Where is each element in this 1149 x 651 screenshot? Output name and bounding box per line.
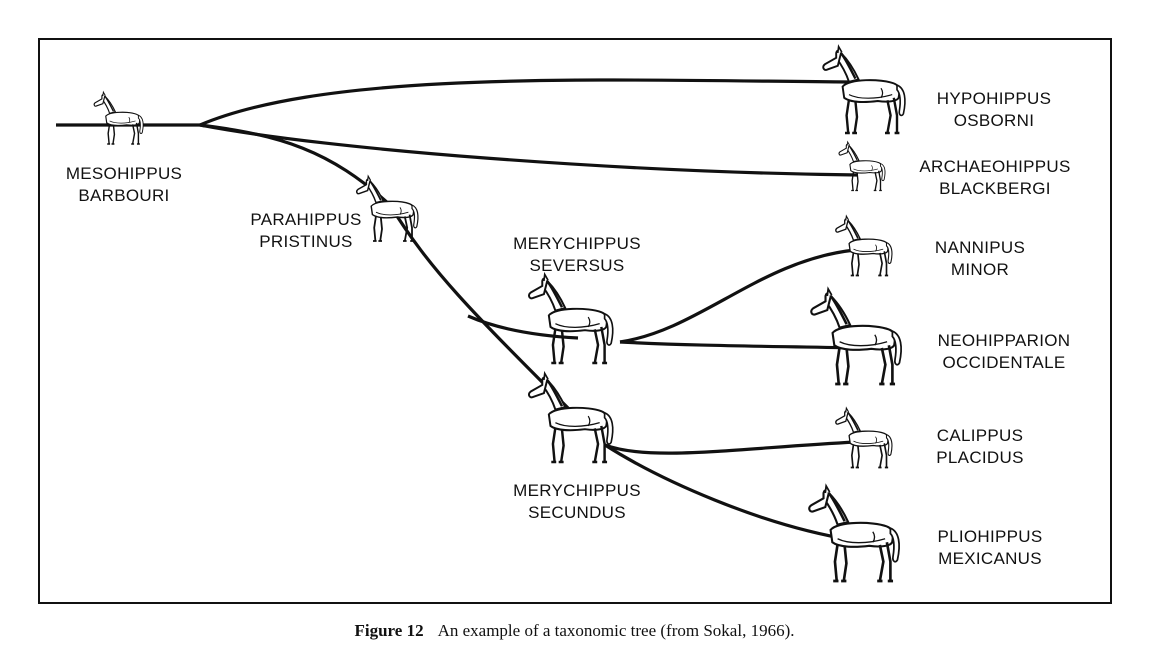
branch-parahippus-down: [388, 204, 577, 417]
horse-icon: [834, 407, 893, 469]
species-name: BLACKBERGI: [939, 179, 1051, 198]
species-name: MINOR: [950, 260, 1010, 279]
species-name: SEVERSUS: [529, 256, 625, 275]
taxon-label-parahippus: PARAHIPPUS PRISTINUS: [238, 209, 374, 253]
branch-severus: [467, 314, 579, 340]
species-name: SECUNDUS: [528, 503, 626, 522]
species-name: PLACIDUS: [936, 448, 1024, 467]
taxon-label-calippus: CALIPPUS PLACIDUS: [906, 425, 1054, 469]
taxon-label-pliohippus: PLIOHIPPUS MEXICANUS: [916, 526, 1064, 570]
species-name: PRISTINUS: [259, 232, 353, 251]
branch-archaeohippus: [199, 123, 859, 177]
taxon-label-archaeohippus: ARCHAEOHIPPUS BLACKBERGI: [906, 156, 1084, 200]
branch-nannipus: [619, 248, 856, 344]
species-name: MEXICANUS: [938, 549, 1042, 568]
species-name: BARBOURI: [78, 186, 170, 205]
genus-name: CALIPPUS: [936, 426, 1024, 445]
branch-neohipparion: [619, 340, 859, 350]
species-name: OSBORNI: [953, 111, 1035, 130]
horse-icon: [838, 141, 886, 192]
branch-pliohippus: [604, 443, 853, 542]
taxon-label-hypohippus: HYPOHIPPUS OSBORNI: [920, 88, 1068, 132]
taxon-label-merychippus-seversus: MERYCHIPPUS SEVERSUS: [504, 233, 650, 277]
genus-name: NEOHIPPARION: [937, 331, 1071, 350]
horse-icon: [527, 372, 614, 464]
horse-icon: [527, 273, 614, 365]
genus-name: NANNIPUS: [934, 238, 1026, 257]
taxon-label-nannipus: NANNIPUS MINOR: [906, 237, 1054, 281]
genus-name: PARAHIPPUS: [250, 210, 362, 229]
branch-calippus: [604, 440, 857, 455]
genus-name: MERYCHIPPUS: [513, 234, 641, 253]
species-name: OCCIDENTALE: [942, 353, 1066, 372]
horse-icon: [834, 215, 893, 277]
taxon-label-mesohippus: MESOHIPPUS BARBOURI: [56, 163, 192, 207]
genus-name: HYPOHIPPUS: [936, 89, 1052, 108]
figure-number: Figure 12: [354, 621, 424, 640]
caption-text: An example of a taxonomic tree (from Sok…: [437, 621, 795, 640]
genus-name: MESOHIPPUS: [65, 164, 183, 183]
horse-icon: [93, 91, 144, 145]
taxon-label-neohipparion: NEOHIPPARION OCCIDENTALE: [918, 330, 1090, 374]
branch-hypohippus: [199, 78, 851, 127]
genus-name: PLIOHIPPUS: [937, 527, 1043, 546]
tree-branches: [56, 78, 859, 542]
figure-caption: Figure 12 An example of a taxonomic tree …: [0, 621, 1149, 641]
horse-icon: [822, 45, 907, 135]
genus-name: ARCHAEOHIPPUS: [919, 157, 1071, 176]
genus-name: MERYCHIPPUS: [513, 481, 641, 500]
horse-icon: [809, 287, 903, 386]
taxon-label-merychippus-secundus: MERYCHIPPUS SECUNDUS: [504, 480, 650, 524]
